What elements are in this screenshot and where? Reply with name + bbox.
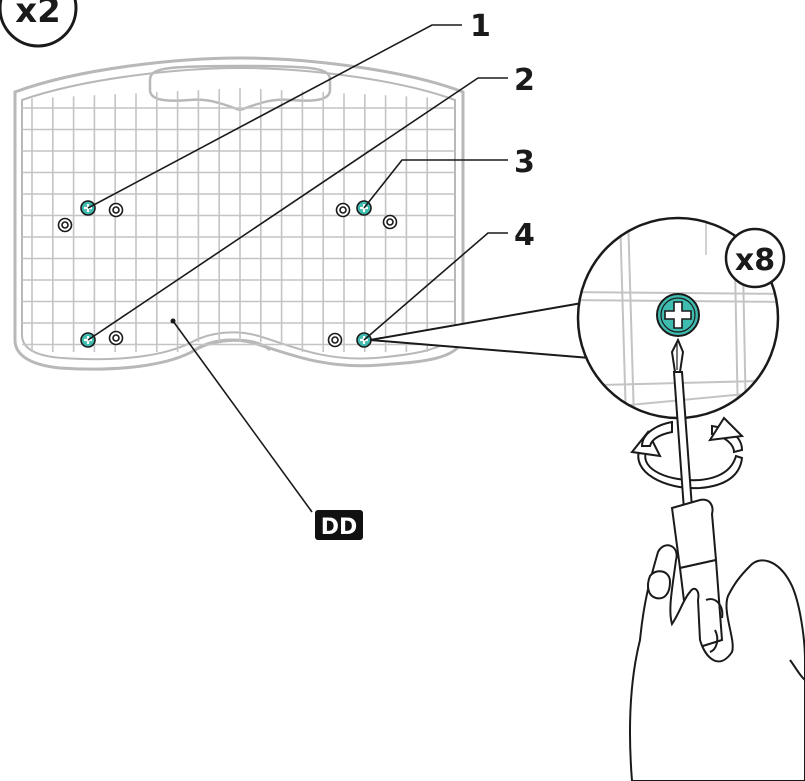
hole-icon (382, 214, 398, 230)
screws (80, 200, 372, 348)
hole-icon (108, 330, 124, 346)
callout-4: 4 (514, 218, 535, 253)
quantity-badge-text: x2 (15, 0, 61, 31)
callout-1: 1 (470, 9, 491, 44)
rotate-arrow-icon (630, 416, 745, 490)
part-label-text: DD (321, 515, 358, 540)
hole-icon (335, 202, 351, 218)
rack-grid (22, 88, 455, 352)
screw-holes (57, 202, 398, 348)
hole-icon (108, 202, 124, 218)
quantity-badge: x2 (0, 0, 78, 48)
callout-2: 2 (514, 63, 535, 98)
point-marker (170, 318, 176, 324)
leader-lines (87, 24, 508, 513)
hole-icon (57, 217, 73, 233)
wire-rack (13, 56, 465, 371)
zoom-quantity-text: x8 (735, 243, 775, 278)
hand-icon (629, 544, 805, 781)
hole-icon (327, 332, 343, 348)
callout-3: 3 (514, 145, 535, 180)
zoom-detail: x8 (369, 216, 786, 420)
part-label: DD (315, 510, 363, 540)
zoom-screw-icon (656, 293, 700, 337)
